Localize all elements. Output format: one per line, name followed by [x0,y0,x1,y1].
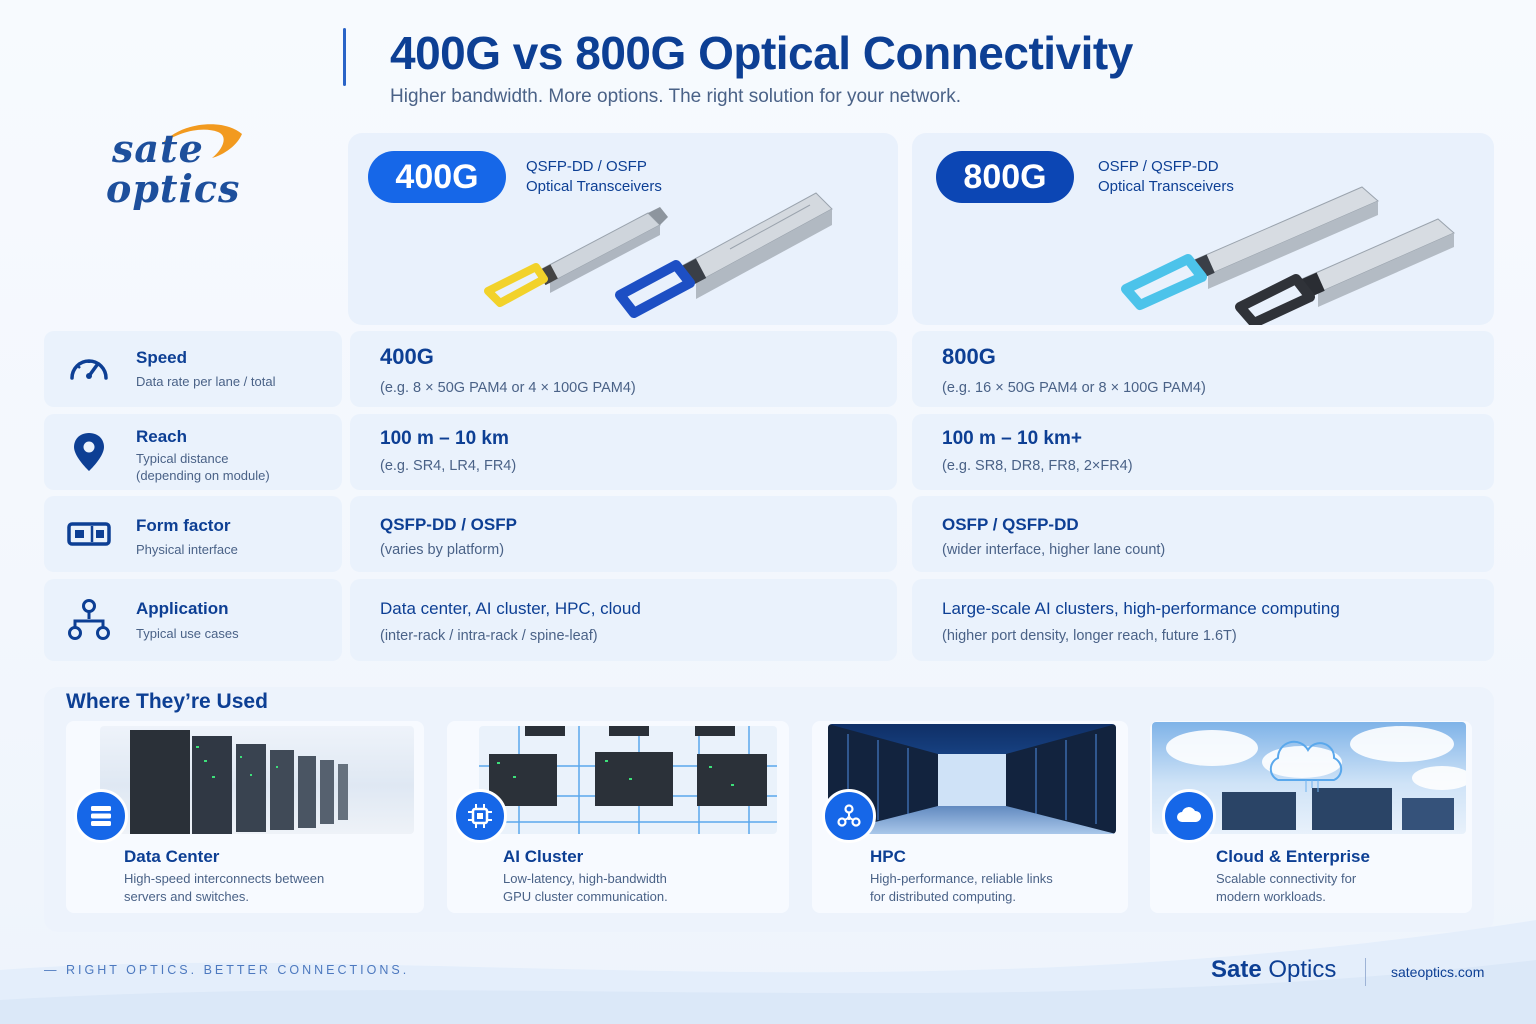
label-800g: OSFP / QSFP-DD Optical Transceivers [1098,158,1234,195]
cell-800g-speed: 800G (e.g. 16 × 50G PAM4 or 8 × 100G PAM… [912,331,1494,407]
ai-cluster-image [479,726,777,834]
usecase-card-ai-cluster: AI Cluster Low-latency, high-bandwidth G… [447,721,789,913]
row-title-form-factor: Form factor [136,516,231,535]
footer-divider [1365,958,1366,986]
footer-website-link[interactable]: sateoptics.com [1391,964,1485,980]
row-title-reach: Reach [136,427,188,446]
detail-400g-reach: (e.g. SR4, LR4, FR4) [380,458,517,474]
row-title-speed: Speed [136,348,188,367]
footer-wave-decoration [0,920,1536,1024]
footer-tagline: — RIGHT OPTICS. BETTER CONNECTIONS. [44,963,410,977]
row-sub-application: Typical use cases [136,626,239,641]
usecase-title-hpc: HPC [870,847,906,866]
detail-400g-form-factor: (varies by platform) [380,542,505,558]
usecase-title-cloud-enterprise: Cloud & Enterprise [1216,847,1370,866]
network-nodes-icon [68,599,110,640]
cell-800g-reach: 100 m – 10 km+ (e.g. SR8, DR8, FR8, 2×FR… [912,414,1494,490]
label-400g: QSFP-DD / OSFP Optical Transceivers [526,158,662,195]
badge-400g: 400G [368,151,506,203]
transceiver-image-black [1235,218,1455,325]
server-stack-icon [74,789,128,843]
product-panel-400g: 400G QSFP-DD / OSFP Optical Transceivers [348,133,898,325]
value-800g-speed: 800G [942,344,996,369]
usecase-title-ai-cluster: AI Cluster [503,847,584,866]
transceiver-image-yellow [484,207,668,307]
usecase-card-cloud-enterprise: Cloud & Enterprise Scalable connectivity… [1150,721,1472,913]
logo-text-line1: sate [112,126,204,171]
detail-400g-application: (inter-rack / intra-rack / spine-leaf) [380,628,598,644]
row-label-application: Application Typical use cases [44,579,342,661]
value-800g-reach: 100 m – 10 km+ [942,428,1082,449]
page-title: 400G vs 800G Optical Connectivity [390,27,1133,79]
value-400g-speed: 400G [380,344,434,369]
row-sub-speed: Data rate per lane / total [136,374,276,389]
hpc-image [828,724,1116,834]
footer-brand: Sate Optics [1211,956,1337,983]
cell-800g-form-factor: OSFP / QSFP-DD (wider interface, higher … [912,496,1494,572]
product-panel-800g: 800G OSFP / QSFP-DD Optical Transceivers [912,133,1494,325]
form-factor-icon [67,522,111,546]
value-800g-form-factor: OSFP / QSFP-DD [942,515,1079,534]
cell-400g-speed: 400G (e.g. 8 × 50G PAM4 or 4 × 100G PAM4… [350,331,897,407]
detail-800g-application: (higher port density, longer reach, futu… [942,628,1237,644]
detail-800g-speed: (e.g. 16 × 50G PAM4 or 8 × 100G PAM4) [942,380,1206,396]
cell-400g-reach: 100 m – 10 km (e.g. SR4, LR4, FR4) [350,414,897,490]
value-400g-reach: 100 m – 10 km [380,428,509,449]
usecase-desc-ai-cluster: Low-latency, high-bandwidth GPU cluster … [503,871,668,904]
data-center-image [100,726,414,834]
where-used-title: Where They’re Used [66,690,268,713]
row-label-speed: Speed Data rate per lane / total [44,331,342,407]
row-sub-reach: Typical distance (depending on module) [136,451,270,483]
row-sub-form-factor: Physical interface [136,542,238,557]
title-divider [343,28,346,86]
usecase-desc-data-center: High-speed interconnects between servers… [124,871,325,904]
transceiver-image-cyan [1121,186,1379,310]
detail-400g-speed: (e.g. 8 × 50G PAM4 or 4 × 100G PAM4) [380,380,636,396]
cell-400g-form-factor: QSFP-DD / OSFP (varies by platform) [350,496,897,572]
location-pin-icon [74,433,104,471]
cloud-icon [1162,789,1216,843]
speedometer-icon [70,359,108,380]
detail-800g-form-factor: (wider interface, higher lane count) [942,542,1166,558]
transceiver-image-blue [615,192,833,318]
usecase-card-data-center: Data Center High-speed interconnects bet… [66,721,424,913]
value-800g-application: Large-scale AI clusters, high-performanc… [942,599,1340,618]
logo-text-line2: optics [106,166,241,211]
detail-800g-reach: (e.g. SR8, DR8, FR8, 2×FR4) [942,458,1133,474]
row-title-application: Application [136,599,229,618]
badge-800g: 800G [936,151,1074,203]
chip-icon [453,789,507,843]
row-label-form-factor: Form factor Physical interface [44,496,342,572]
value-400g-application: Data center, AI cluster, HPC, cloud [380,599,641,618]
cell-400g-application: Data center, AI cluster, HPC, cloud (int… [350,579,897,661]
usecase-card-hpc: HPC High-performance, reliable links for… [812,721,1128,913]
value-400g-form-factor: QSFP-DD / OSFP [380,515,517,534]
row-label-reach: Reach Typical distance (depending on mod… [44,414,342,490]
usecase-desc-hpc: High-performance, reliable links for dis… [870,871,1053,904]
hpc-nodes-icon [822,789,876,843]
usecase-title-data-center: Data Center [124,847,220,866]
page-subtitle: Higher bandwidth. More options. The righ… [390,86,962,107]
usecase-desc-cloud-enterprise: Scalable connectivity for modern workloa… [1216,871,1357,904]
logo-swoosh-icon [162,124,242,158]
cell-800g-application: Large-scale AI clusters, high-performanc… [912,579,1494,661]
sate-optics-logo: sate optics [100,118,260,228]
